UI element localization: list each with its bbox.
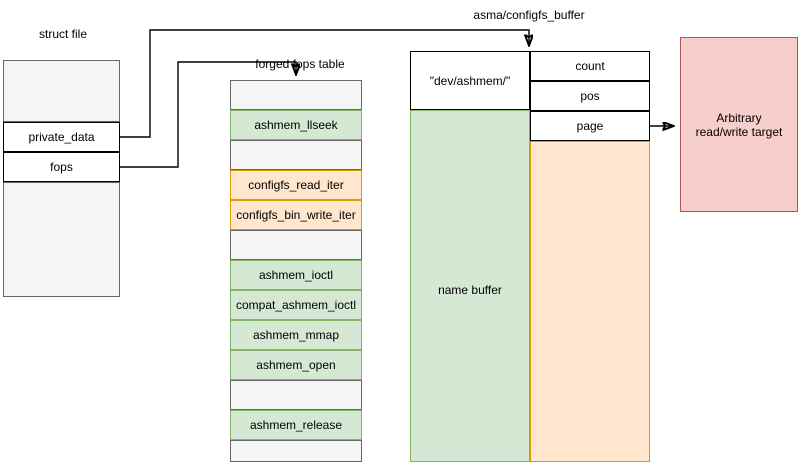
fops-row-0 <box>230 80 362 110</box>
struct-file-title: struct file <box>38 27 87 41</box>
fops-row-11[interactable]: ashmem_release <box>230 410 362 440</box>
fops-row-5 <box>230 230 362 260</box>
struct-file-row-bottom <box>3 182 120 297</box>
fops-row-12 <box>230 440 362 462</box>
configfs-buffer-title: asma/configfs_buffer <box>473 8 585 22</box>
fops-row-9[interactable]: ashmem_open <box>230 350 362 380</box>
fops-row-4[interactable]: configfs_bin_write_iter <box>230 200 362 230</box>
fops-row-7[interactable]: compat_ashmem_ioctl <box>230 290 362 320</box>
fops-row-2 <box>230 140 362 170</box>
fops-row-1[interactable]: ashmem_llseek <box>230 110 362 140</box>
forged-fops-table-title: forged fops table <box>255 57 345 71</box>
configfs-buffer-field-pos: pos <box>530 81 650 111</box>
configfs-buffer-field-page: page <box>530 111 650 141</box>
configfs-buffer-field-count: count <box>530 51 650 81</box>
fops-row-10 <box>230 380 362 410</box>
configfs-buffer-name-field: "dev/ashmem/" <box>410 51 530 110</box>
fops-row-6[interactable]: ashmem_ioctl <box>230 260 362 290</box>
fops-row-3[interactable]: configfs_read_iter <box>230 170 362 200</box>
fops-row-8[interactable]: ashmem_mmap <box>230 320 362 350</box>
configfs-buffer-page-region <box>530 141 650 462</box>
struct-file-row-fops[interactable]: fops <box>3 152 120 182</box>
struct-file-row-private-data[interactable]: private_data <box>3 122 120 152</box>
arbitrary-rw-target-box: Arbitrary read/write target <box>680 37 798 212</box>
configfs-buffer-name-buffer: name buffer <box>410 110 530 462</box>
struct-file-row-top <box>3 60 120 122</box>
